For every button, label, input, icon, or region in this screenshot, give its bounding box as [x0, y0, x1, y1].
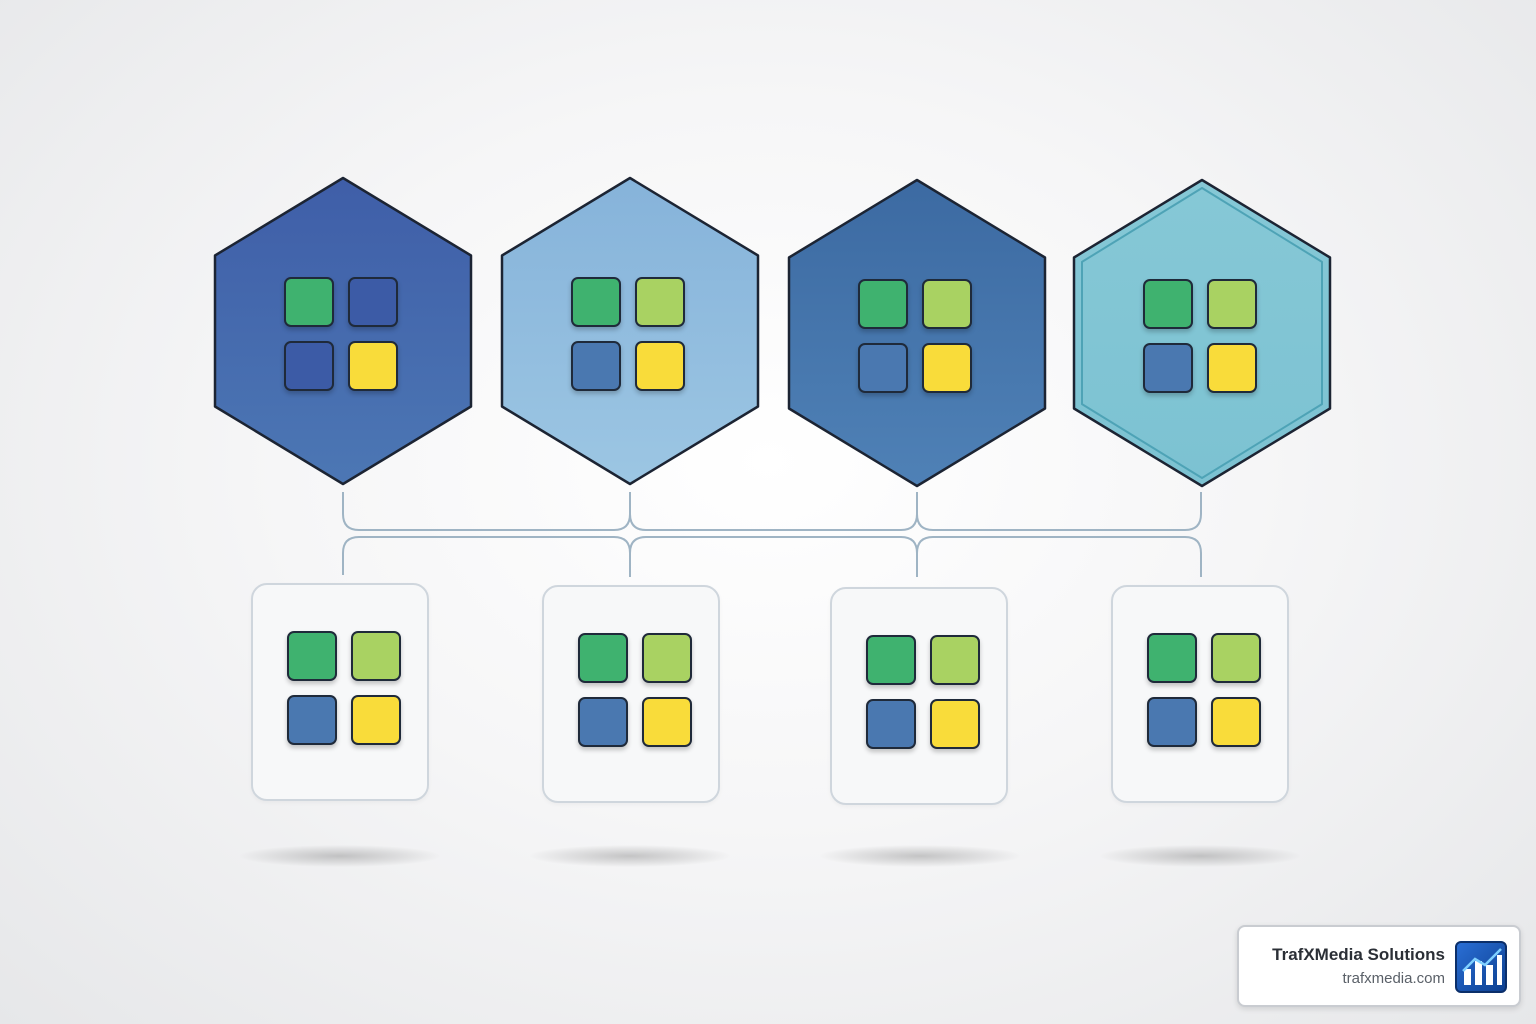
tile-green [866, 635, 916, 685]
tile-blue [866, 699, 916, 749]
connector-stub-top-1 [342, 492, 631, 531]
tile-yellow [642, 697, 692, 747]
hexagon-4-body [1072, 178, 1332, 488]
card-1-tiles [287, 631, 401, 745]
card-1 [251, 583, 429, 801]
card-shadow-1 [240, 845, 440, 867]
tile-green [571, 277, 621, 327]
hexagon-2-shape [500, 176, 760, 486]
tile-yellow [351, 695, 401, 745]
hexagon-1-tiles [284, 277, 398, 391]
card-shadow-4 [1100, 845, 1300, 867]
card-shadow-3 [820, 845, 1020, 867]
card-2-tiles [578, 633, 692, 747]
tile-yellow [922, 343, 972, 393]
card-4-tiles [1147, 633, 1261, 747]
tile-lime [930, 635, 980, 685]
tile-blue [578, 697, 628, 747]
hexagon-2-body [500, 176, 760, 486]
connector-stub-top-3 [916, 492, 1202, 531]
tile-lime [642, 633, 692, 683]
tile-blue [1147, 697, 1197, 747]
tile-lime [351, 631, 401, 681]
tile-blue [287, 695, 337, 745]
hexagon-3-shape [787, 178, 1047, 488]
tile-green [578, 633, 628, 683]
card-3-tiles [866, 635, 980, 749]
tile-lime [922, 279, 972, 329]
connector-stub-bottom-1 [342, 536, 631, 577]
hexagon-4-inner-border [1081, 187, 1323, 479]
card-3 [830, 587, 1008, 805]
tile-green [858, 279, 908, 329]
tile-yellow [635, 341, 685, 391]
hexagon-1-body [213, 176, 473, 486]
tile-green [1143, 279, 1193, 329]
hexagon-2 [500, 176, 760, 486]
tile-navy [348, 277, 398, 327]
brand-name: TrafXMedia Solutions [1272, 945, 1445, 964]
tile-lime [1207, 279, 1257, 329]
hexagon-4-shape [1072, 178, 1332, 488]
hexagon-3-body [787, 178, 1047, 488]
connector-stub-bottom-2 [629, 536, 918, 577]
tile-yellow [348, 341, 398, 391]
tile-lime [1211, 633, 1261, 683]
hexagon-3 [787, 178, 1047, 488]
tile-yellow [930, 699, 980, 749]
tile-green [287, 631, 337, 681]
tile-lime [635, 277, 685, 327]
tile-blue [571, 341, 621, 391]
card-2 [542, 585, 720, 803]
tile-blue [1143, 343, 1193, 393]
bar-chart-icon [1455, 941, 1507, 993]
tile-yellow [1207, 343, 1257, 393]
connector-stub-top-2 [629, 492, 918, 531]
brand-url[interactable]: trafxmedia.com [1342, 970, 1445, 987]
hexagon-4-tiles [1143, 279, 1257, 393]
hexagon-1-shape [213, 176, 473, 486]
tile-blue [858, 343, 908, 393]
connector-stub-bottom-3 [916, 536, 1202, 577]
tile-navy [284, 341, 334, 391]
brand-badge[interactable]: TrafXMedia Solutions trafxmedia.com [1237, 925, 1521, 1007]
tile-yellow [1211, 697, 1261, 747]
card-4 [1111, 585, 1289, 803]
card-shadow-2 [530, 845, 730, 867]
hexagon-3-tiles [858, 279, 972, 393]
tile-green [1147, 633, 1197, 683]
hexagon-1 [213, 176, 473, 486]
hexagon-4 [1072, 178, 1332, 488]
hexagon-2-tiles [571, 277, 685, 391]
tile-green [284, 277, 334, 327]
